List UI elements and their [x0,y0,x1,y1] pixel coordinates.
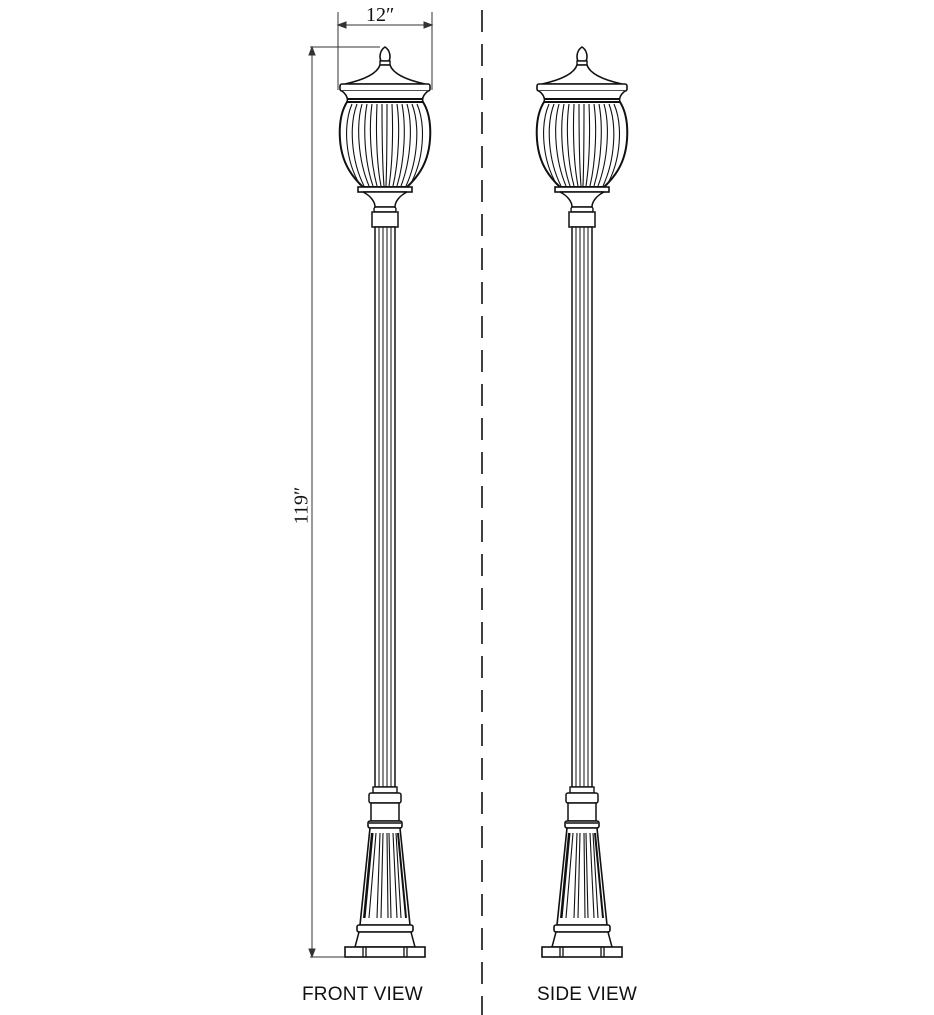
height-dimension-line [308,45,380,959]
height-dimension-label: 119″ [290,486,313,525]
width-dimension-line [336,12,434,90]
front-view-label: FRONT VIEW [302,984,423,1005]
front-view-lamp-post [338,46,432,958]
width-dimension-label: 12″ [366,4,395,26]
side-view-label: SIDE VIEW [537,984,637,1005]
side-view-lamp-post [535,46,629,958]
